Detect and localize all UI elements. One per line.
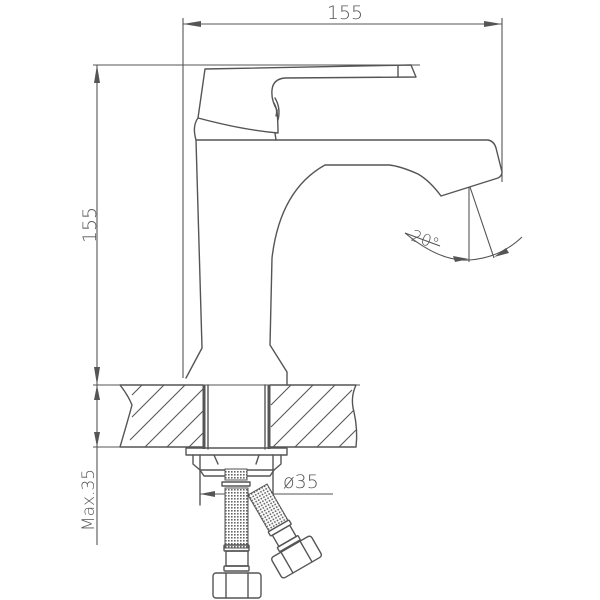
max-thickness-label: Max.35 [79, 469, 99, 531]
spout-angle-label: 20° [409, 226, 442, 254]
diameter-label: ø35 [283, 471, 319, 493]
faucet-body [185, 139, 503, 386]
countertop-section [119, 384, 358, 450]
spout-angle-dimension: 20° [404, 186, 523, 262]
width-dimension: 155 [182, 2, 503, 378]
height-dimension: 155 [79, 64, 420, 386]
width-dimension-label: 155 [327, 2, 363, 24]
countertop-thickness-dimension: Max.35 [79, 385, 205, 545]
supply-hoses [212, 468, 323, 599]
height-dimension-label: 155 [79, 207, 101, 243]
lever-handle [193, 64, 417, 141]
